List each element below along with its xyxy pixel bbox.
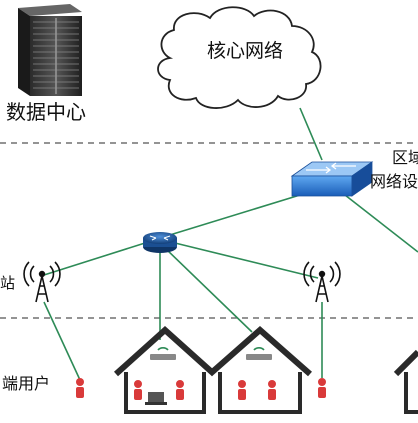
link-switch-right xyxy=(344,194,418,253)
link-station-user xyxy=(43,301,81,381)
person-icon xyxy=(134,380,142,400)
house-icon xyxy=(393,349,418,414)
link-router-house2 xyxy=(164,247,253,333)
laptop-icon xyxy=(145,392,167,405)
link-cloud-switch xyxy=(299,107,323,161)
station-label: 站 xyxy=(0,274,16,292)
connection-lines xyxy=(43,107,418,381)
link-switch-router xyxy=(159,194,301,239)
person-icon xyxy=(268,380,276,400)
server-rack-icon xyxy=(18,4,82,96)
router-icon xyxy=(143,232,177,253)
wifi-access-point-icon xyxy=(150,346,176,360)
link-router-station-right xyxy=(174,242,319,279)
house-icon xyxy=(113,325,217,414)
person-icon xyxy=(176,380,184,400)
person-icon xyxy=(238,380,246,400)
antenna-tower-right-icon xyxy=(303,261,341,303)
core-network-label: 核心网络 xyxy=(207,40,284,62)
person-icon xyxy=(318,378,326,398)
terminal-user-label: 端用户 xyxy=(2,374,51,393)
wifi-access-point-icon xyxy=(246,346,272,360)
person-icon xyxy=(76,378,84,398)
regional-label-line1: 区域 xyxy=(392,148,418,167)
link-router-station-left xyxy=(43,242,146,276)
data-center-label: 数据中心 xyxy=(6,100,86,124)
cloud-icon xyxy=(157,6,322,109)
antenna-tower-left-icon xyxy=(23,261,61,303)
switch-icon xyxy=(290,161,374,197)
regional-label-line2: 网络设 xyxy=(370,172,418,191)
house-icon xyxy=(208,326,312,414)
